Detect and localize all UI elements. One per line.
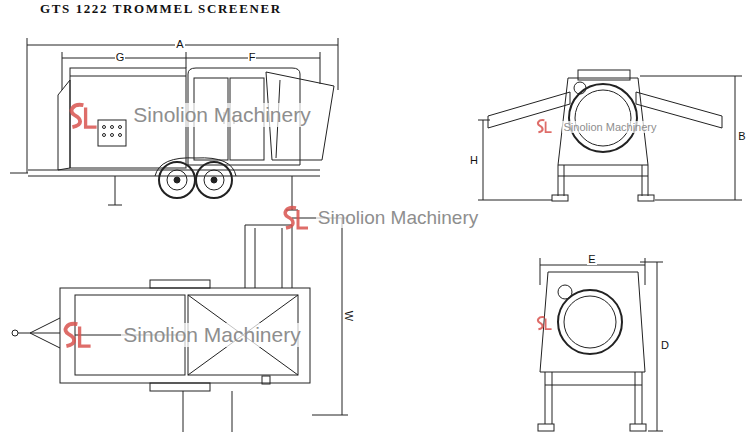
side-view — [58, 80, 70, 170]
end-view-lower — [545, 372, 546, 424]
end-view-upper — [552, 195, 568, 201]
end-view-lower — [640, 262, 663, 263]
end-view-lower — [558, 285, 572, 299]
end-view-upper — [655, 200, 742, 201]
side-view — [119, 134, 122, 137]
side-view — [338, 38, 339, 90]
top-view — [292, 225, 293, 288]
side-view — [204, 170, 224, 190]
end-view-lower — [657, 262, 658, 431]
side-view — [186, 52, 187, 68]
dimension-letter: E — [587, 253, 596, 265]
end-view-upper — [642, 165, 643, 196]
dimension-letter: G — [115, 51, 126, 63]
dimension-letter: H — [469, 154, 479, 166]
end-view-upper — [578, 70, 630, 80]
side-view — [155, 158, 236, 176]
end-view-lower — [635, 372, 636, 424]
end-view-upper — [483, 120, 484, 200]
watermark: Sinolion Machinery — [131, 103, 312, 126]
side-view — [174, 177, 180, 183]
end-view-lower — [630, 424, 646, 431]
end-view-lower — [648, 431, 663, 432]
end-view-lower — [538, 258, 663, 431]
top-view — [12, 218, 348, 432]
end-view-upper — [648, 165, 649, 196]
side-view — [62, 52, 63, 90]
end-view-lower — [558, 290, 622, 354]
watermark-logo — [538, 120, 552, 132]
top-view — [150, 383, 210, 391]
dimension-letter: A — [175, 38, 184, 50]
top-view — [18, 333, 60, 334]
end-view-upper — [558, 176, 648, 177]
end-view-lower — [545, 385, 642, 386]
end-view-upper — [638, 195, 654, 201]
side-view — [62, 58, 320, 59]
end-view-upper — [488, 92, 570, 128]
side-view — [111, 126, 114, 129]
end-view-lower — [538, 424, 554, 431]
side-view — [70, 76, 186, 77]
top-view — [150, 280, 210, 288]
watermark-logo — [65, 105, 551, 346]
end-view-lower — [552, 372, 553, 424]
top-view — [262, 376, 270, 384]
drawing-title: GTS 1222 TROMMEL SCREENER — [40, 2, 282, 16]
side-view — [119, 126, 122, 129]
side-view — [10, 38, 338, 210]
side-view — [211, 177, 217, 183]
end-view-lower — [540, 272, 645, 372]
watermark: Sinolion Machinery — [121, 323, 302, 346]
end-view-lower — [564, 296, 616, 348]
dimension-letter: B — [737, 130, 746, 142]
dimension-letter: W — [343, 310, 355, 322]
side-view — [108, 205, 122, 206]
top-view — [60, 288, 310, 383]
end-view-upper — [478, 200, 552, 201]
watermark: Sinolion Machinery — [316, 208, 481, 229]
end-view-upper — [735, 76, 736, 200]
watermark-logo — [65, 324, 90, 346]
side-view — [10, 173, 28, 174]
side-view — [28, 176, 320, 177]
dimension-letter: D — [660, 339, 670, 351]
end-view-lower — [540, 258, 541, 285]
side-view — [167, 170, 187, 190]
top-view — [232, 391, 233, 432]
side-view — [103, 126, 106, 129]
watermark: Sinolion Machinery — [562, 121, 659, 133]
end-view-upper — [640, 76, 742, 77]
side-view — [320, 52, 321, 84]
end-view-upper — [478, 120, 490, 121]
top-view — [255, 228, 256, 288]
end-view-upper — [564, 165, 565, 196]
side-view — [103, 134, 106, 137]
end-view-upper — [558, 165, 559, 196]
end-view-upper — [478, 70, 742, 201]
side-view — [98, 120, 126, 146]
top-view — [245, 225, 292, 226]
top-view — [30, 318, 60, 333]
end-view-upper — [575, 90, 631, 146]
top-view — [282, 228, 283, 288]
side-view — [292, 176, 293, 210]
watermark-logo — [71, 105, 96, 127]
top-view — [12, 330, 18, 336]
top-view — [245, 225, 246, 288]
side-view — [159, 162, 195, 198]
end-view-upper — [574, 82, 586, 94]
watermark-logo — [285, 208, 308, 228]
side-view — [27, 38, 28, 173]
side-view — [196, 162, 232, 198]
top-view — [30, 333, 60, 348]
end-view-lower — [642, 372, 643, 424]
top-view — [183, 391, 184, 432]
watermark-logo — [538, 317, 552, 329]
side-view — [115, 176, 116, 205]
side-view — [111, 134, 114, 137]
dimension-letter: F — [248, 51, 257, 63]
top-view — [312, 415, 348, 416]
